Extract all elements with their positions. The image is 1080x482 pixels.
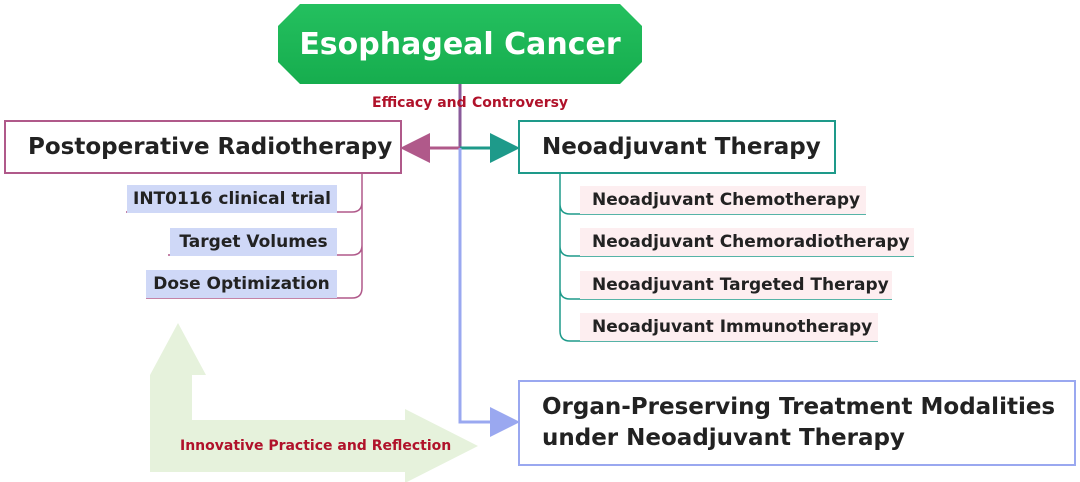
leaf-neoadjuvant-chemotherapy: Neoadjuvant Chemotherapy bbox=[580, 186, 866, 214]
postoperative-radiotherapy-node: Postoperative Radiotherapy bbox=[4, 120, 402, 174]
organ-preserving-line2: under Neoadjuvant Therapy bbox=[542, 425, 905, 451]
leaf-dose-optimization: Dose Optimization bbox=[146, 270, 337, 298]
root-node-esophageal-cancer: Esophageal Cancer bbox=[278, 4, 642, 84]
leaf-target-volumes: Target Volumes bbox=[170, 228, 337, 256]
neoadjuvant-therapy-node: Neoadjuvant Therapy bbox=[518, 120, 836, 174]
leaf-neoadjuvant-chemoradiotherapy: Neoadjuvant Chemoradiotherapy bbox=[580, 228, 914, 256]
leaf-neoadjuvant-targeted-therapy: Neoadjuvant Targeted Therapy bbox=[580, 271, 892, 299]
reflection-label: Innovative Practice and Reflection bbox=[180, 438, 452, 454]
organ-preserving-line1: Organ-Preserving Treatment Modalities bbox=[542, 394, 1056, 420]
edge-label-controversy: Controversy bbox=[472, 95, 569, 111]
organ-preserving-node: Organ-Preserving Treatment Modalities un… bbox=[518, 380, 1076, 466]
reflection-arrow bbox=[150, 323, 478, 482]
postoperative-child-lines bbox=[126, 174, 363, 299]
leaf-neoadjuvant-immunotherapy: Neoadjuvant Immunotherapy bbox=[580, 313, 878, 341]
leaf-int0116-clinical-trial: INT0116 clinical trial bbox=[127, 185, 337, 213]
edge-label-efficacy: Efficacy and bbox=[372, 95, 467, 111]
neoadjuvant-child-lines bbox=[559, 174, 914, 342]
edge-to-organ-preserving bbox=[458, 148, 520, 437]
